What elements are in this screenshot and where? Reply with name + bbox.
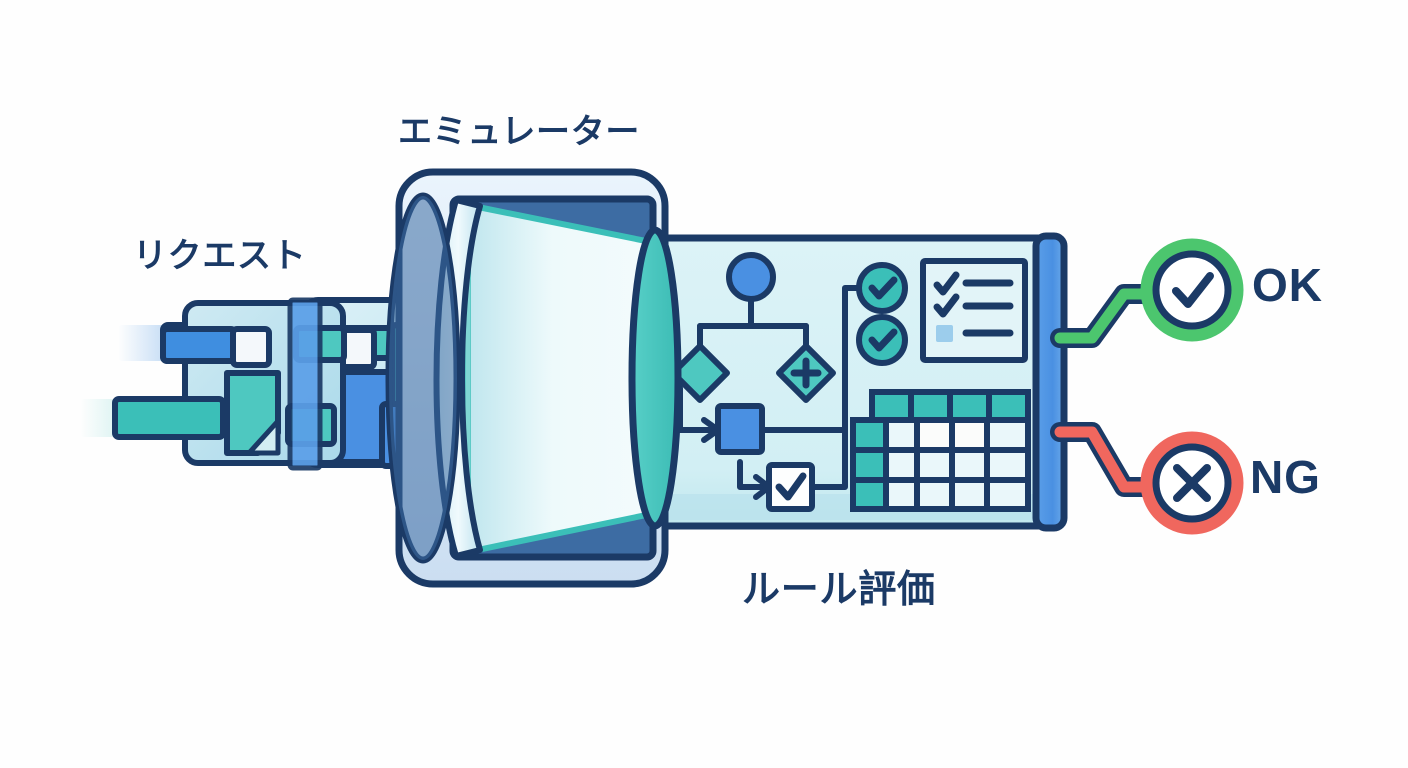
- ng-outer-ring: [1140, 431, 1244, 535]
- emulator-aperture-fill: [389, 196, 457, 560]
- field-bar-teal: [112, 396, 226, 440]
- field-bar-blue: [160, 326, 238, 364]
- ok-outer-ring: [1140, 238, 1244, 342]
- data-table: [850, 389, 1031, 512]
- x-icon: [1173, 464, 1211, 502]
- checklist-check-1: [933, 271, 960, 296]
- emulator-lens: [628, 226, 682, 530]
- checklist-check-2: [933, 293, 960, 318]
- checklist-card: [920, 258, 1028, 363]
- ok-badge: [1140, 238, 1244, 342]
- panel-right-spine: [1032, 232, 1068, 532]
- checklist-square-3: [936, 325, 953, 342]
- field-square-white: [230, 326, 272, 368]
- ok-label: OK: [1252, 259, 1323, 311]
- rule-evaluation-panel: [644, 232, 1068, 532]
- check-icon: [868, 328, 898, 352]
- check-icon: [1172, 272, 1214, 308]
- rule-evaluation-label: ルール評価: [742, 569, 936, 611]
- check-square-node: [766, 462, 815, 512]
- check-circle-icon: [1152, 250, 1232, 330]
- process-square-node: [715, 403, 765, 455]
- start-circle-node: [726, 252, 776, 302]
- request-label: リクエスト: [133, 237, 307, 275]
- emulator-label: エミュレーター: [398, 113, 641, 151]
- field-dogear: [246, 418, 281, 456]
- card-spine: [287, 297, 323, 471]
- check-icon-node: [775, 472, 807, 501]
- emulator-funnel-cone: [465, 202, 659, 555]
- check-badge-bottom: [856, 314, 908, 366]
- check-badge-top: [856, 262, 908, 314]
- plus-icon: [790, 357, 822, 389]
- ng-label: NG: [1250, 451, 1321, 503]
- decision-left-node: [670, 343, 730, 403]
- check-icon: [868, 276, 898, 300]
- ng-badge: [1140, 431, 1244, 535]
- emulator-body: [385, 168, 682, 588]
- request-card-front: [112, 297, 347, 471]
